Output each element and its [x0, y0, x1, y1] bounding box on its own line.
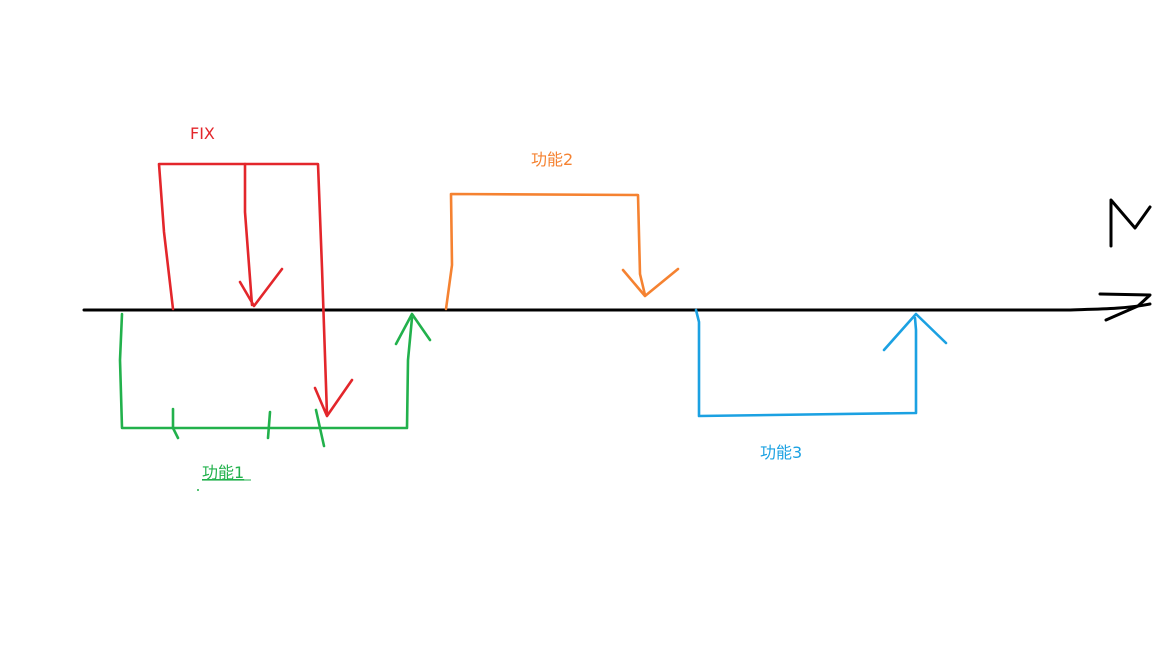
feature1-commit-2 [266, 410, 272, 440]
fix-arrowhead-main [238, 267, 284, 308]
fix-branch [157, 162, 354, 418]
fix-arrowhead-feature1 [313, 378, 354, 418]
main-timeline-arrowhead [1098, 292, 1152, 322]
feature1-label-dot [197, 489, 199, 491]
feature2-arrowhead [621, 267, 680, 298]
fix-branch-drop [243, 162, 254, 307]
feature3-arrowhead [882, 312, 948, 352]
feature2-branch [444, 192, 680, 311]
feature3-branch [694, 308, 948, 418]
feature1-commit-3 [314, 408, 326, 448]
feature2-branch-bracket [444, 192, 647, 311]
feature1-branch-bracket [118, 312, 414, 430]
feature1-arrowhead [394, 312, 432, 346]
main-timeline [82, 198, 1152, 322]
feature3-label: 功能3 [760, 443, 802, 462]
main-timeline-line [82, 302, 1152, 312]
feature1-label: 功能1 [202, 463, 244, 482]
fix-label: FIX [190, 124, 215, 143]
feature1-branch [118, 312, 432, 448]
feature2-label: 功能2 [531, 150, 573, 169]
main-timeline-end-mark [1109, 198, 1152, 248]
feature3-branch-bracket [694, 308, 918, 418]
feature1-commit-1 [171, 407, 180, 440]
